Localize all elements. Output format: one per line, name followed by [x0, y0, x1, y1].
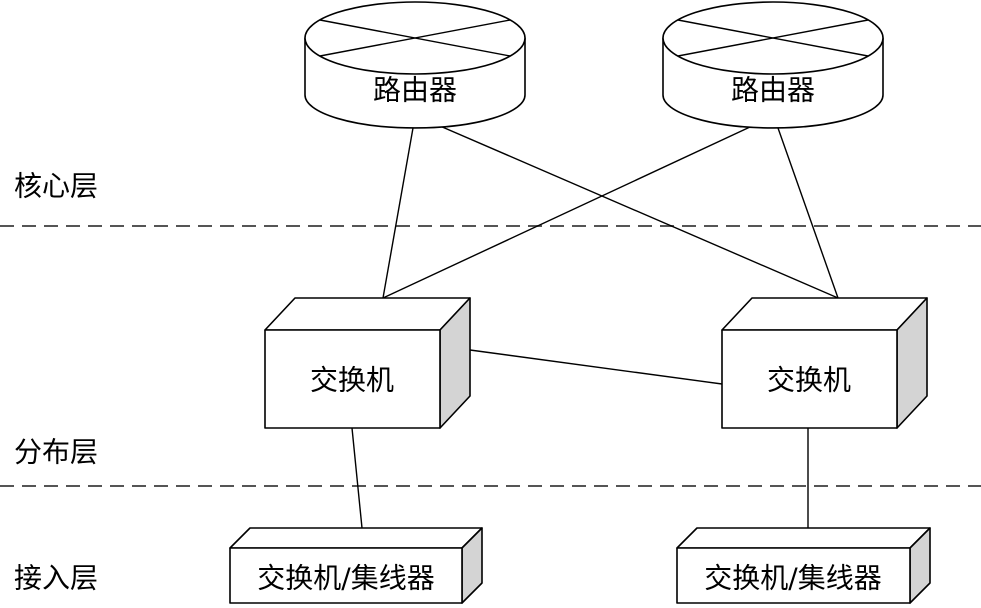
switch-right-label: 交换机 [767, 364, 851, 397]
layer-label-distribution: 分布层 [14, 436, 98, 469]
link-switch-left-access-left [351, 427, 363, 529]
switch-left: 交换机 [264, 297, 471, 429]
link-router-left-switch-left [382, 127, 414, 299]
access-left-label: 交换机/集线器 [257, 562, 434, 595]
switch-icon [721, 329, 898, 429]
layer-label-core: 核心层 [14, 170, 98, 203]
router-right-label: 路由器 [731, 74, 815, 107]
access-right-label: 交换机/集线器 [704, 562, 881, 595]
router-left: 路由器 [304, 1, 526, 129]
switch-right: 交换机 [721, 297, 928, 429]
access-device-left: 交换机/集线器 [229, 527, 483, 604]
switch-top-face [264, 297, 471, 331]
switch-icon [264, 329, 441, 429]
access-device-right: 交换机/集线器 [676, 527, 931, 604]
switch-left-label: 交换机 [310, 364, 394, 397]
link-switch-left-switch-right [469, 349, 723, 385]
switch-top-face [721, 297, 928, 331]
link-router-right-switch-right [777, 127, 839, 299]
link-router-right-switch-left [382, 126, 751, 299]
router-left-label: 路由器 [373, 74, 457, 107]
router-right: 路由器 [662, 1, 884, 129]
layer-label-access: 接入层 [14, 562, 98, 595]
router-cross-line [319, 19, 511, 57]
access-top-face [229, 527, 483, 549]
router-cross-line [677, 19, 869, 57]
access-top-face [676, 527, 931, 549]
access-switch-hub-icon [676, 547, 911, 604]
link-router-left-switch-right [439, 125, 839, 299]
access-switch-hub-icon [229, 547, 463, 604]
